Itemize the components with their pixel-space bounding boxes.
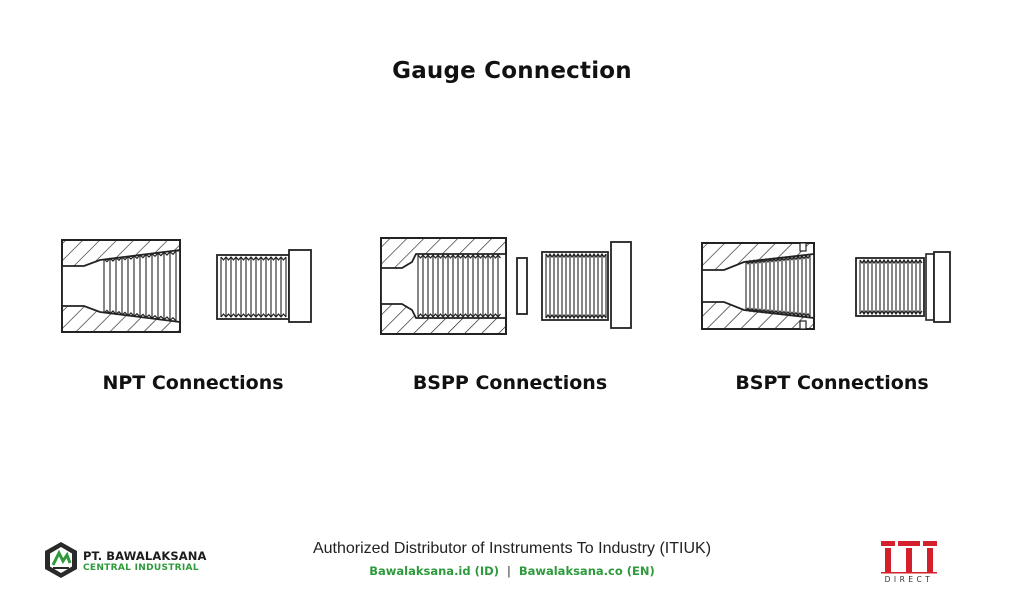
distributor-text: Authorized Distributor of Instruments To… [312,540,712,557]
bspt-female-port [701,242,815,330]
npt-female-port [61,239,181,333]
iti-direct-logo: DIRECT [880,540,938,586]
caption-bspp: BSPP Connections [412,372,608,394]
caption-npt: NPT Connections [102,372,284,394]
link-en[interactable]: Bawalaksana.co (EN) [518,564,655,578]
bspp-sealing-washer [516,257,528,315]
iti-logo-subtitle: DIRECT [884,575,934,584]
caption-bspt: BSPT Connections [735,372,929,394]
npt-male-fitting [216,249,312,323]
bspp-male-threads [545,252,607,320]
link-separator: | [506,564,511,578]
thread-diagrams [61,237,951,335]
diagrams-area [0,225,1024,350]
iti-logo-mark-icon [881,541,937,574]
bspp-female-port [380,237,507,335]
bspt-female-threads [745,254,811,318]
footer-links: Bawalaksana.id (ID) | Bawalaksana.co (EN) [262,564,762,578]
page-title: Gauge Connection [392,58,632,84]
npt-female-threads [103,250,177,322]
bspp-male-fitting [541,241,632,329]
bspp-female-threads [417,254,501,318]
npt-male-threads [220,256,287,318]
company-subtitle: CENTRAL INDUSTRIAL [83,563,199,573]
footer-info: Authorized Distributor of Instruments To… [262,540,762,578]
bspt-male-threads [859,258,923,316]
bawalaksana-mark-icon [45,542,77,578]
bawalaksana-logo: PT. BAWALAKSANA CENTRAL INDUSTRIAL [43,541,213,585]
company-name: PT. BAWALAKSANA [83,549,207,563]
link-id[interactable]: Bawalaksana.id (ID) [369,564,499,578]
bspt-male-fitting [855,251,951,323]
